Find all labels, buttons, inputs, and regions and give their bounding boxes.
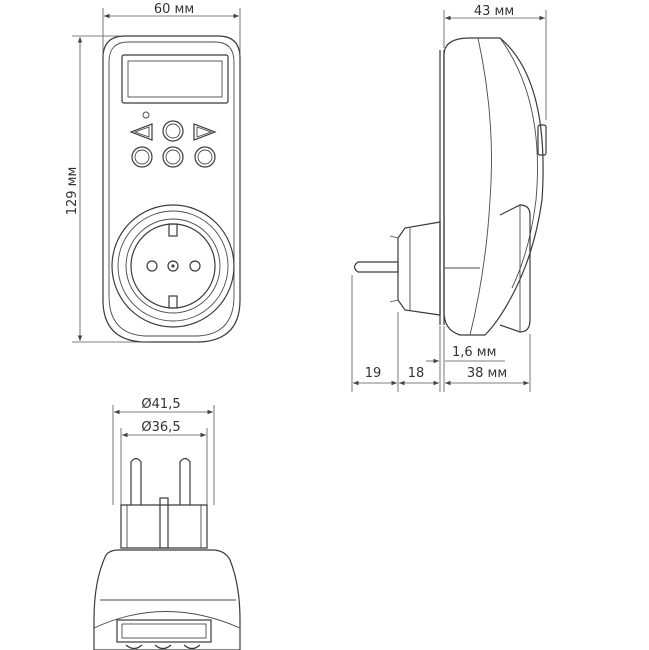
side-pin-label: 19 [365, 366, 382, 381]
bottom-button-nub-3 [183, 644, 201, 650]
side-plug-body [397, 221, 441, 316]
bottom-plug-body [120, 504, 208, 549]
socket-pin-hole-left [146, 260, 158, 272]
bottom-earth-clip [159, 497, 169, 549]
front-body-inner-outline [108, 41, 235, 337]
side-view: 43 мм 19 18 1,6 мм 38 мм [351, 4, 547, 392]
bottom-device-body [93, 549, 241, 650]
side-socket-housing [499, 204, 531, 333]
bottom-display-window [116, 619, 212, 643]
side-plug-clip-top [389, 235, 399, 239]
left-arrow-button [129, 123, 153, 141]
socket-outer-ring [111, 204, 235, 328]
bottom-button-nub-2 [154, 644, 172, 650]
status-led [142, 111, 150, 119]
bottom-plug-pin-right [179, 457, 191, 505]
side-plug-label: 18 [408, 366, 425, 381]
side-body-label: 38 мм [467, 366, 507, 381]
bottom-button-nub-1 [125, 644, 143, 650]
socket-center-screw [167, 260, 179, 272]
socket-pin-hole-right [189, 260, 201, 272]
front-height-label: 129 мм [65, 167, 80, 216]
center-button-inner [165, 123, 181, 139]
lcd-display-frame [121, 54, 229, 104]
side-depth-label: 43 мм [474, 4, 514, 19]
bottom-device-curve [93, 611, 241, 629]
socket-earth-clip-top [168, 223, 178, 237]
side-plate-label: 1,6 мм [452, 345, 496, 360]
right-arrow-button-inner [196, 126, 213, 138]
center-button [162, 120, 184, 142]
button-2-1-inner [134, 149, 150, 165]
lcd-display-screen [127, 60, 223, 98]
front-body-outline [102, 35, 241, 343]
bottom-inner-diameter-label: Ø36,5 [141, 420, 180, 435]
front-view: 60 мм 129 мм [65, 2, 241, 343]
button-2-2 [162, 146, 184, 168]
right-arrow-button [193, 123, 217, 141]
side-plug-pin [353, 261, 399, 273]
socket-ring-2 [117, 210, 229, 322]
front-width-label: 60 мм [154, 2, 194, 17]
socket-center-screw-dot [171, 264, 175, 268]
bottom-display-window-inner [121, 623, 207, 639]
socket-ring-3 [125, 218, 221, 314]
bottom-plug-pin-left [130, 457, 142, 505]
left-arrow-button-inner [133, 126, 150, 138]
button-2-1 [131, 146, 153, 168]
side-plug-clip-bottom [389, 299, 399, 303]
side-body-inner-curve [499, 37, 538, 289]
socket-earth-clip-bottom [168, 295, 178, 309]
side-body-parting-line [469, 37, 492, 336]
bottom-view: Ø41,5 Ø36,5 [93, 397, 241, 650]
side-button [537, 124, 547, 156]
side-body-outline [443, 37, 544, 336]
button-2-3 [194, 146, 216, 168]
button-2-3-inner [197, 149, 213, 165]
button-2-2-inner [165, 149, 181, 165]
bottom-outer-diameter-label: Ø41,5 [141, 397, 180, 412]
